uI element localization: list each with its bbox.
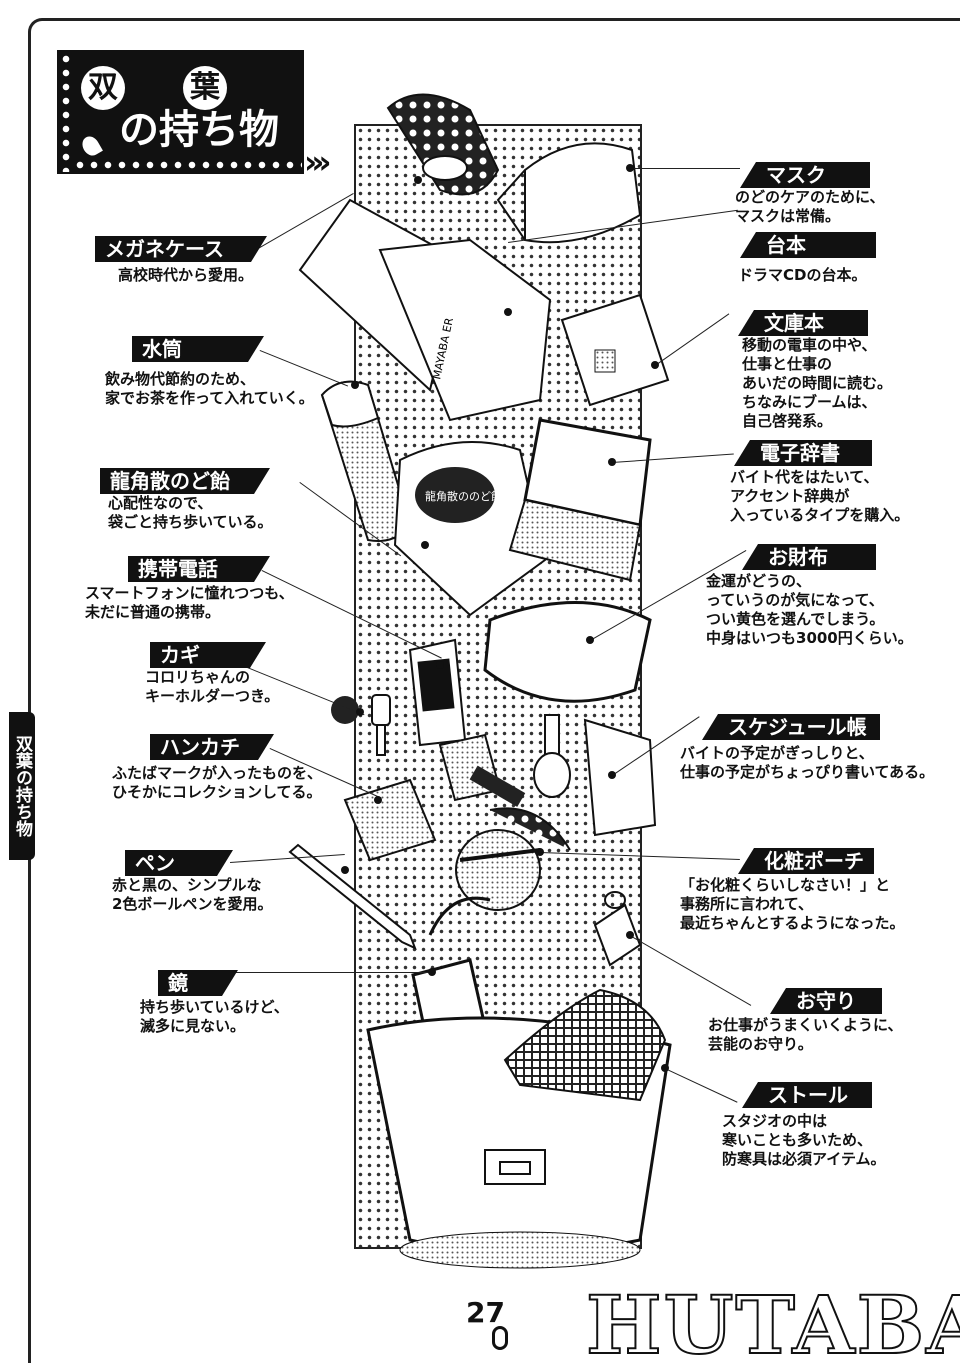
label-ame: 龍角散のど飴 (100, 468, 270, 494)
electronic-dictionary-icon (508, 418, 652, 582)
desc-saifu: 金運がどうの、 っていうのが気になって、 つい黄色を選んでしまう。 中身はいつも… (706, 572, 913, 647)
pin-kagami (428, 968, 436, 976)
pin-pen (341, 866, 349, 874)
desc-jisho: バイト代をはたいて、 アクセント辞典が 入っているタイプを購入。 (730, 468, 910, 524)
desc-pen: 赤と黒の、シンプルな 2色ボールペンを愛用。 (112, 876, 273, 913)
desc-stole: スタジオの中は 寒いことも多いため、 防寒具は必須アイテム。 (722, 1112, 886, 1168)
pin-ame (421, 541, 429, 549)
title-char-1: 双 (81, 66, 125, 110)
handkerchief-icon (343, 778, 437, 862)
title-char-2: 葉 (183, 66, 227, 110)
page-number: 27 (466, 1296, 505, 1329)
stole-icon (503, 988, 667, 1102)
microphone-icon (492, 1326, 508, 1350)
label-suito: 水筒 (132, 336, 264, 362)
pin-mask (626, 164, 634, 172)
label-mask: マスク (740, 162, 870, 188)
leader-mask (630, 168, 740, 169)
label-stole: ストール (742, 1082, 872, 1108)
page-frame (28, 18, 960, 1363)
desc-megane: 高校時代から愛用。 (118, 266, 254, 284)
cosmetics-icon (469, 714, 571, 807)
water-bottle-icon (320, 380, 412, 542)
script-icon: MAYABA ER (298, 198, 552, 422)
label-saifu: お財布 (742, 544, 876, 570)
glasses-case-icon (386, 93, 500, 196)
makeup-pouch-icon (455, 807, 571, 911)
pin-jisho (608, 458, 616, 466)
desc-mask: のどのケアのために、 マスクは常備。 (735, 188, 885, 225)
candy-bag-text: 龍角散ののど飴 (425, 489, 502, 503)
pin-kagi (356, 708, 364, 716)
pin-saifu (586, 636, 594, 644)
pin-hankachi (374, 796, 382, 804)
desc-suito: 飲み物代節約のため、 家でお茶を作って入れていく。 (105, 370, 314, 407)
side-tab: 双葉の持ち物 (9, 712, 35, 860)
label-megane: メガネケース (95, 236, 267, 262)
label-omamori: お守り (770, 988, 882, 1014)
label-techo: スケジュール帳 (702, 714, 880, 740)
omamori-icon (593, 891, 642, 967)
title-rest: の持ち物 (119, 107, 279, 153)
desc-hankachi: ふたばマークが入ったものを、 ひそかにコレクションしてる。 (112, 764, 323, 801)
label-daihon: 台本 (740, 232, 876, 258)
pen-icon (288, 843, 417, 950)
desc-bunko: 移動の電車の中や、 仕事と仕事の あいだの時間に読む。 ちなみにブームは、 自己… (742, 336, 893, 430)
title-block: 双 葉 の持ち物 (57, 50, 304, 174)
desc-ame: 心配性なので、 袋ごと持ち歩いている。 (108, 494, 273, 531)
pin-keitai (436, 661, 444, 669)
pin-megane (414, 176, 422, 184)
pin-omamori (626, 931, 634, 939)
desc-kagami: 持ち歩いているけど、 滅多に見ない。 (140, 998, 289, 1035)
leader-kagami (232, 972, 432, 973)
mask-icon (496, 142, 642, 244)
paperback-book-icon (560, 293, 670, 407)
pin-techo (608, 771, 616, 779)
pin-daihon (504, 308, 512, 316)
footer-logo: HUTABA (585, 1278, 960, 1372)
label-hankachi: ハンカチ (150, 734, 274, 760)
desc-kagi: コロリちゃんの キーホルダーつき。 (145, 668, 280, 705)
desc-keitai: スマートフォンに憧れつつも、 未だに普通の携帯。 (85, 584, 294, 621)
label-pen: ペン (125, 850, 233, 876)
pin-pouch (536, 848, 544, 856)
label-keitai: 携帯電話 (128, 556, 270, 582)
wallet-icon (483, 601, 652, 703)
title-dots-left (59, 52, 73, 172)
label-bunko: 文庫本 (738, 310, 868, 336)
desc-omamori: お仕事がうまくいくように、 芸能のお守り。 (708, 1016, 903, 1053)
label-pouch: 化粧ポーチ (738, 848, 874, 874)
pin-stole (661, 1064, 669, 1072)
label-kagi: カギ (150, 642, 266, 668)
title-dots-bottom (73, 158, 302, 172)
candy-bag-icon: 龍角散ののど飴 (393, 441, 547, 617)
schedule-book-icon (583, 718, 657, 837)
desc-daihon: ドラマCDの台本。 (738, 266, 867, 284)
desc-pouch: 「お化粧くらいしなさい！」と 事務所に言われて、 最近ちゃんとするようになった。 (680, 876, 905, 932)
label-jisho: 電子辞書 (734, 440, 872, 466)
desc-techo: バイトの予定がぎっしりと、 仕事の予定がちょっぴり書いてある。 (680, 744, 935, 781)
pin-bunko (651, 361, 659, 369)
pin-suito (351, 381, 359, 389)
